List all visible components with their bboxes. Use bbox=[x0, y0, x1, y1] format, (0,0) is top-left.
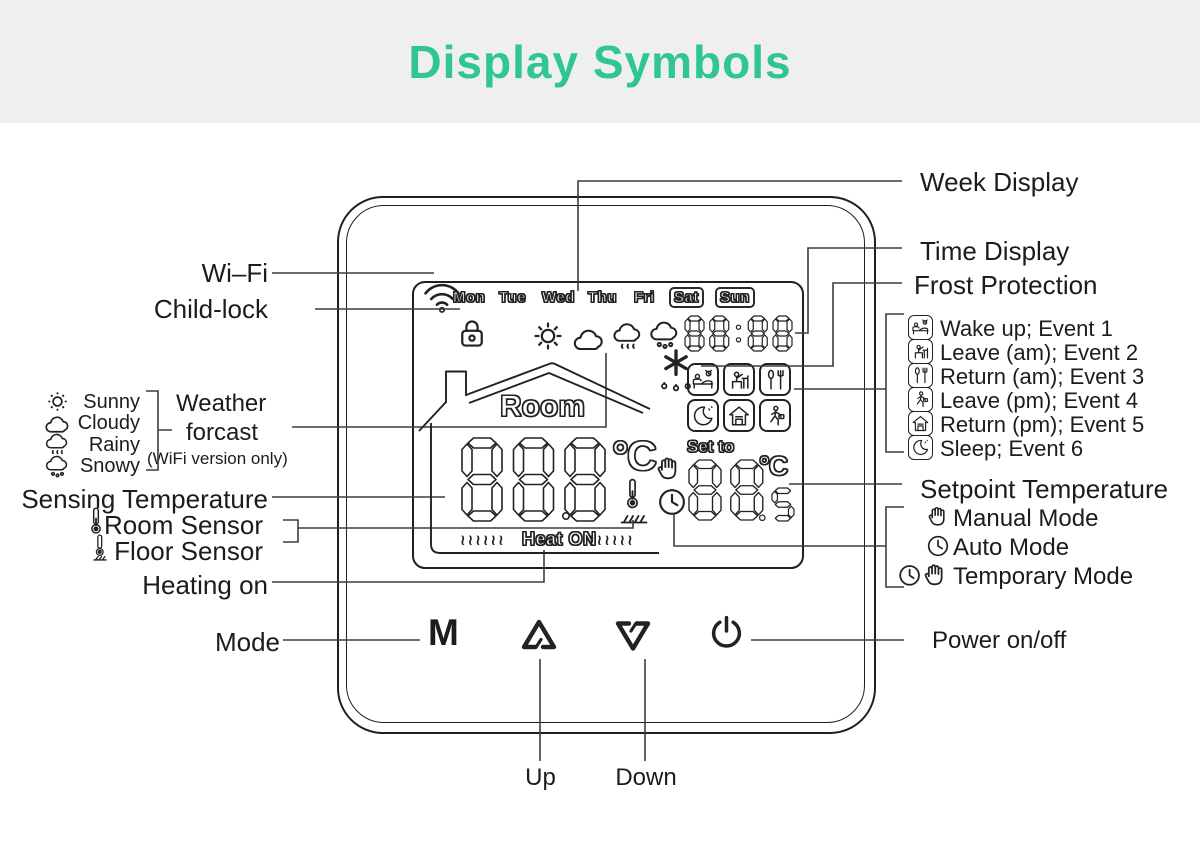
return-am-event-icon bbox=[908, 363, 933, 388]
day-tue: Tue bbox=[498, 288, 527, 306]
event-return-am-icon bbox=[759, 363, 791, 396]
room-sensor-icon bbox=[90, 507, 102, 535]
wakeup-event-icon bbox=[908, 315, 933, 340]
manual-mode-icon bbox=[925, 504, 950, 528]
leave-pm-event-label: Leave (pm); Event 4 bbox=[940, 388, 1139, 413]
weather-forecast-label-line2: forcast bbox=[186, 419, 259, 446]
return-am-event-label: Return (am); Event 3 bbox=[940, 364, 1145, 389]
return-pm-event-icon bbox=[908, 411, 933, 436]
room-thermometer-icon bbox=[626, 477, 639, 511]
snowflake-icon bbox=[656, 347, 696, 394]
events-bracket bbox=[885, 313, 904, 453]
page-title: Display Symbols bbox=[408, 35, 792, 88]
temporary-mode-label: Temporary Mode bbox=[953, 563, 1134, 590]
heat-wave-left: ≀≀≀≀≀≀ bbox=[460, 531, 506, 549]
down-label: Down bbox=[615, 764, 677, 791]
wifi-label: Wi–Fi bbox=[201, 258, 268, 288]
set-to-label: Set to bbox=[686, 436, 735, 456]
setpoint-digits bbox=[688, 459, 764, 526]
page-header: Display Symbols bbox=[0, 0, 1200, 123]
child-lock-label: Child-lock bbox=[153, 294, 268, 324]
sensing-temp-unit: °C bbox=[611, 431, 657, 479]
room-label: Room bbox=[499, 389, 585, 423]
setpoint-fraction-digits bbox=[758, 487, 795, 527]
mode-button[interactable]: M bbox=[428, 612, 459, 653]
sunny-icon bbox=[46, 390, 69, 413]
mode-label: Mode bbox=[214, 627, 280, 657]
floor-sensor-label: Floor Sensor bbox=[114, 536, 263, 566]
auto-mode-label: Auto Mode bbox=[953, 534, 1070, 561]
time-display-label: Time Display bbox=[920, 236, 1070, 266]
return-pm-event-label: Return (pm); Event 5 bbox=[940, 412, 1145, 437]
rainy-label: Rainy bbox=[88, 434, 140, 456]
rainy-icon bbox=[44, 433, 71, 458]
room-sensor-label: Room Sensor bbox=[104, 510, 263, 540]
up-button[interactable] bbox=[520, 617, 558, 652]
snowy-icon bbox=[44, 455, 71, 480]
temporary-mode-icon bbox=[898, 562, 948, 587]
manual-mode-label: Manual Mode bbox=[953, 505, 1099, 532]
sensing-temperature-label: Sensing Temperature bbox=[21, 484, 268, 514]
sleep-event-icon bbox=[908, 435, 933, 460]
heating-on-label: Heating on bbox=[142, 570, 268, 600]
setpoint-temperature-label: Setpoint Temperature bbox=[920, 474, 1169, 504]
wakeup-event-label: Wake up; Event 1 bbox=[940, 316, 1113, 341]
event-return-pm-icon bbox=[723, 399, 755, 432]
power-button[interactable] bbox=[708, 613, 745, 651]
power-label: Power on/off bbox=[932, 627, 1067, 654]
event-wakeup-icon bbox=[687, 363, 719, 396]
sensing-temp-digits bbox=[461, 437, 606, 527]
heat-on-label: Heat ON bbox=[521, 528, 597, 549]
hand-icon bbox=[653, 454, 683, 482]
day-mon: Mon bbox=[452, 288, 486, 306]
cloudy-label: Cloudy bbox=[77, 412, 140, 434]
sunny-label: Sunny bbox=[83, 391, 140, 413]
day-wed: Wed bbox=[541, 288, 575, 306]
snow-icon bbox=[648, 321, 682, 352]
up-label: Up bbox=[525, 764, 556, 791]
snowy-label: Snowy bbox=[79, 455, 140, 477]
time-display bbox=[684, 315, 793, 357]
down-button[interactable] bbox=[614, 619, 652, 653]
day-sun: Sun bbox=[715, 287, 755, 308]
event-leave-am-icon bbox=[723, 363, 755, 396]
wifi-version-note: (WiFi version only) bbox=[147, 449, 288, 468]
heat-wave-right: ≀≀≀≀≀≀ bbox=[589, 531, 635, 549]
sleep-event-label: Sleep; Event 6 bbox=[940, 436, 1084, 461]
sun-icon bbox=[531, 319, 565, 353]
leave-pm-event-icon bbox=[908, 387, 933, 412]
auto-mode-icon bbox=[927, 535, 949, 557]
cloudy-icon bbox=[44, 416, 71, 434]
week-display-label: Week Display bbox=[920, 167, 1079, 197]
rain-icon bbox=[611, 323, 645, 353]
clock-icon bbox=[658, 488, 686, 516]
sensor-bracket bbox=[283, 519, 299, 543]
event-sleep-icon bbox=[687, 399, 719, 432]
floor-sensor-icon bbox=[92, 534, 108, 563]
cloud-icon bbox=[572, 329, 606, 352]
day-thu: Thu bbox=[587, 288, 617, 306]
leave-am-event-label: Leave (am); Event 2 bbox=[940, 340, 1139, 365]
event-leave-pm-icon bbox=[759, 399, 791, 432]
floor-hatch-icon bbox=[620, 512, 648, 524]
child-lock-icon bbox=[459, 317, 485, 350]
frost-protection-label: Frost Protection bbox=[914, 270, 1098, 300]
wifi-icon bbox=[423, 281, 461, 314]
day-sat: Sat bbox=[669, 287, 704, 308]
weather-forecast-label-line1: Weather bbox=[176, 390, 267, 417]
day-fri: Fri bbox=[633, 288, 655, 306]
setpoint-unit: °C bbox=[758, 450, 788, 481]
leave-am-event-icon bbox=[908, 339, 933, 364]
